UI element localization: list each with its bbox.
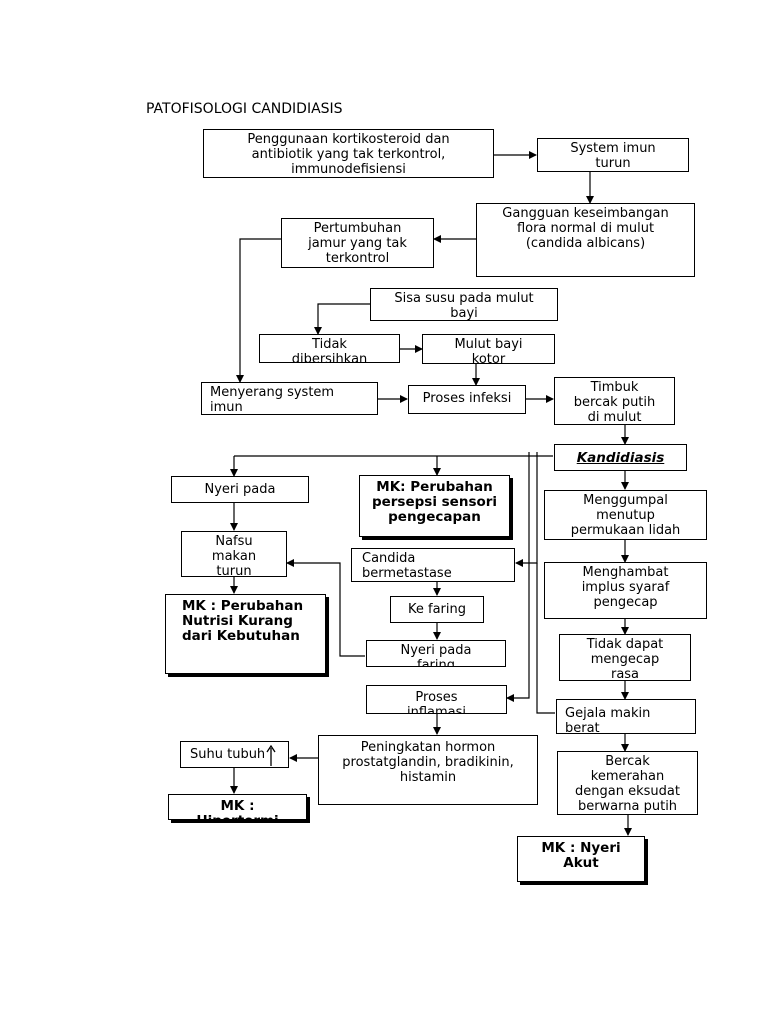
node-bercak-kemerahan: Bercak kemerahan dengan eksudat berwarna… xyxy=(557,751,698,815)
node-suhu-tubuh: Suhu tubuh xyxy=(180,741,289,768)
node-peningkatan-hormon: Peningkatan hormon prostatglandin, bradi… xyxy=(318,735,538,805)
node-nyeri-pada: Nyeri pada xyxy=(171,476,309,503)
node-gangguan: Gangguan keseimbangan flora normal di mu… xyxy=(476,203,695,277)
node-gejala: Gejala makin berat xyxy=(556,699,696,734)
node-proses-inflamasi: Proses inflamasi xyxy=(366,685,507,714)
node-nyeri-pada-faring: Nyeri pada faring xyxy=(366,640,506,667)
node-candida: Candida bermetastase xyxy=(351,548,515,582)
node-menggumpal: Menggumpal menutup permukaan lidah xyxy=(544,490,707,540)
node-proses-infeksi: Proses infeksi xyxy=(408,385,526,414)
node-mk-hipertermi: MK : Hipertermi xyxy=(168,794,307,820)
node-menyerang: Menyerang system imun xyxy=(201,382,378,415)
node-mk-nyeri-akut: MK : Nyeri Akut xyxy=(517,836,645,882)
arrow-up-icon xyxy=(266,745,276,766)
node-tidak-dapat-mengecap: Tidak dapat mengecap rasa xyxy=(559,634,691,681)
node-mk-persepsi: MK: Perubahan persepsi sensori pengecapa… xyxy=(359,475,510,537)
node-penggunaan: Penggunaan kortikosteroid dan antibiotik… xyxy=(203,129,494,178)
node-nafsu-makan: Nafsu makan turun xyxy=(181,531,287,577)
node-system-imun: System imun turun xyxy=(537,138,689,172)
node-kandidiasis: Kandidiasis xyxy=(554,444,687,471)
node-pertumbuhan: Pertumbuhan jamur yang tak terkontrol xyxy=(281,218,434,268)
node-mk-nutrisi: MK : Perubahan Nutrisi Kurang dari Kebut… xyxy=(165,594,326,674)
node-sisa-susu: Sisa susu pada mulut bayi xyxy=(370,288,558,321)
node-timbul-bercak: Timbuk bercak putih di mulut xyxy=(554,377,675,425)
node-menghambat: Menghambat implus syaraf pengecap xyxy=(544,562,707,619)
node-ke-faring: Ke faring xyxy=(390,596,484,623)
diagram-title: PATOFISOLOGI CANDIDIASIS xyxy=(146,101,343,117)
node-tidak-dibersihkan: Tidak dibersihkan xyxy=(259,334,400,363)
node-mulut-bayi: Mulut bayi kotor xyxy=(422,334,555,364)
